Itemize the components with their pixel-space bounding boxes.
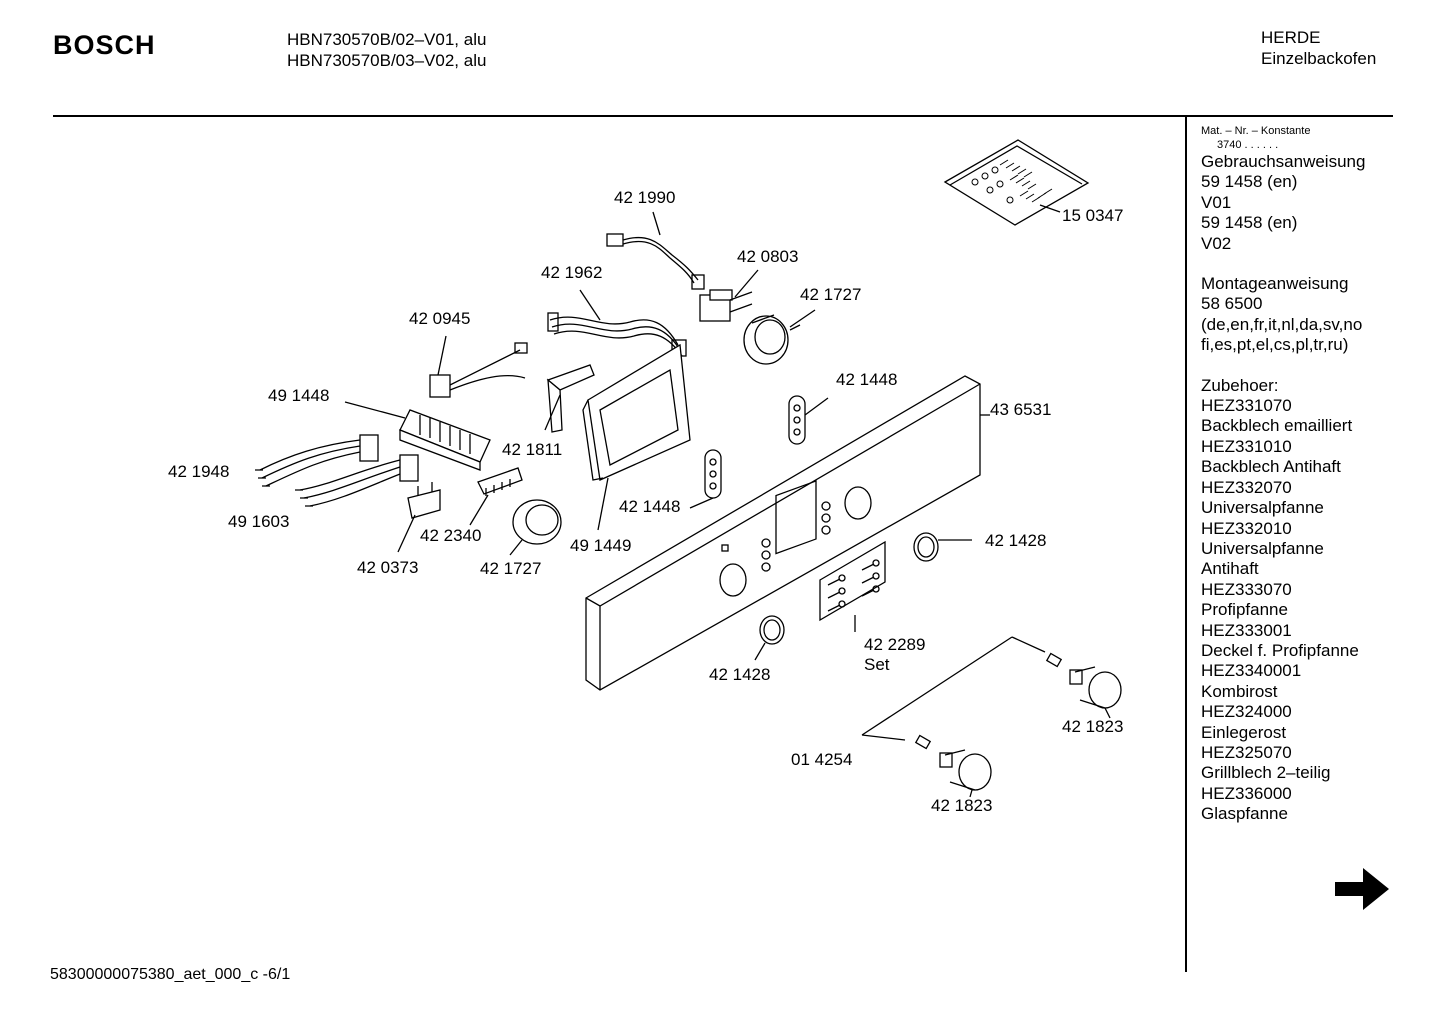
sidebar-line: Grillblech 2–teilig: [1201, 763, 1331, 783]
category-line: HERDE: [1261, 28, 1321, 47]
part-label: 42 0373: [357, 558, 419, 577]
sidebar-line: 59 1458 (en): [1201, 172, 1298, 192]
sidebar-line: Montageanweisung: [1201, 274, 1349, 294]
screw-set-part: [819, 540, 886, 632]
connector-part: [469, 467, 523, 526]
sidebar-line: V02: [1201, 233, 1232, 253]
sidebar-line: HEZ332070: [1201, 477, 1292, 497]
sidebar-line: Glaspfanne: [1201, 804, 1288, 824]
sidebar-line: Zubehoer:: [1201, 375, 1279, 395]
ribbon-cable-part: [547, 289, 687, 357]
sidebar-line: Kombirost: [1201, 681, 1278, 701]
part-label: 49 1449: [570, 536, 632, 555]
document-id: 58300000075380_aet_000_c -6/1: [50, 966, 291, 983]
sidebar-info: Mat. – Nr. – Konstante 3740 . . . . . . …: [1201, 124, 1365, 825]
sidebar-line: Backblech emailliert: [1201, 416, 1353, 436]
sidebar-line: HEZ3340001: [1201, 661, 1302, 681]
part-label: 15 0347: [1062, 206, 1124, 225]
part-label: 42 1823: [1062, 717, 1124, 736]
part-label: 43 6531: [990, 400, 1052, 419]
sidebar-line: HEZ331070: [1201, 396, 1292, 416]
spacer-part: [788, 395, 829, 445]
part-label: 42 1428: [985, 531, 1047, 550]
sidebar-line: (de,en,fr,it,nl,da,sv,no: [1201, 314, 1363, 334]
trim-ring-part: [754, 615, 785, 661]
mat-number-value: 3740 . . . . . .: [1217, 139, 1279, 151]
sidebar-line: HEZ332010: [1201, 518, 1292, 538]
part-label: 42 1428: [709, 665, 771, 684]
model-line: HBN730570B/02–V01, alu: [287, 30, 487, 49]
knob-housing-part: [509, 499, 562, 556]
part-label: 42 1448: [619, 497, 681, 516]
part-label: 01 4254: [791, 750, 853, 769]
sidebar-line: Backblech Antihaft: [1201, 457, 1341, 477]
sidebar-line: Einlegerost: [1201, 722, 1287, 742]
sidebar-line: HEZ336000: [1201, 783, 1292, 803]
control-module-part: [582, 343, 691, 531]
part-label: 42 1448: [836, 370, 898, 389]
control-knob-part: [861, 636, 1122, 798]
part-label: 42 1727: [480, 559, 542, 578]
trim-ring-part: [913, 532, 972, 562]
screw-bag-part: [943, 139, 1090, 226]
sidebar-line: HEZ324000: [1201, 702, 1292, 722]
part-label: 42 2340: [420, 526, 482, 545]
part-label: 42 1823: [931, 796, 993, 815]
terminal-block-part: [344, 401, 491, 471]
sidebar-line: Universalpfanne: [1201, 538, 1324, 558]
header-divider: [53, 115, 1393, 117]
spacer-part: [689, 449, 722, 509]
part-label: 42 0803: [737, 247, 799, 266]
model-list: HBN730570B/02–V01, alu HBN730570B/03–V02…: [287, 29, 486, 71]
sidebar-line: HEZ325070: [1201, 742, 1292, 762]
category-line: Einzelbackofen: [1261, 49, 1377, 68]
sidebar-line: Antihaft: [1201, 559, 1259, 579]
part-label: 42 1962: [541, 263, 603, 282]
clip-part: [397, 482, 441, 553]
sidebar-line: V01: [1201, 192, 1232, 212]
bracket-part: [544, 364, 595, 433]
sensor-part: [699, 269, 759, 322]
part-label: 49 1448: [268, 386, 330, 405]
front-panel-part: [585, 375, 990, 691]
wire-loom-part: [255, 434, 419, 507]
part-label: 49 1603: [228, 512, 290, 531]
brand-logo: BOSCH: [53, 30, 156, 60]
wire-harness-part: [429, 335, 528, 398]
sidebar-divider: [1185, 117, 1187, 972]
cable-part: [606, 211, 705, 290]
part-label: Set: [864, 655, 890, 674]
part-label: 42 1948: [168, 462, 230, 481]
mat-number-title: Mat. – Nr. – Konstante: [1201, 125, 1311, 137]
part-label: 42 0945: [409, 309, 471, 328]
sidebar-line: HEZ333070: [1201, 579, 1292, 599]
model-line: HBN730570B/03–V02, alu: [287, 51, 487, 70]
part-label: 42 2289: [864, 635, 926, 654]
sidebar-line: HEZ331010: [1201, 436, 1292, 456]
sidebar-line: fi,es,pt,el,cs,pl,tr,ru): [1201, 335, 1349, 355]
part-label: 42 1990: [614, 188, 676, 207]
part-label: 42 1811: [502, 440, 563, 459]
sidebar-line: Universalpfanne: [1201, 498, 1324, 518]
sidebar-line: 58 6500: [1201, 294, 1263, 314]
sidebar-line: Profipfanne: [1201, 600, 1288, 620]
sidebar-line: HEZ333001: [1201, 620, 1292, 640]
arrow-right-icon[interactable]: [1333, 866, 1391, 912]
knob-housing-part: [743, 309, 816, 365]
sidebar-line: 59 1458 (en): [1201, 213, 1298, 233]
sidebar-line: Gebrauchsanweisung: [1201, 152, 1366, 171]
sidebar-line: Deckel f. Profipfanne: [1201, 640, 1359, 660]
appliance-category: HERDE Einzelbackofen: [1261, 27, 1376, 69]
part-label: 42 1727: [800, 285, 862, 304]
